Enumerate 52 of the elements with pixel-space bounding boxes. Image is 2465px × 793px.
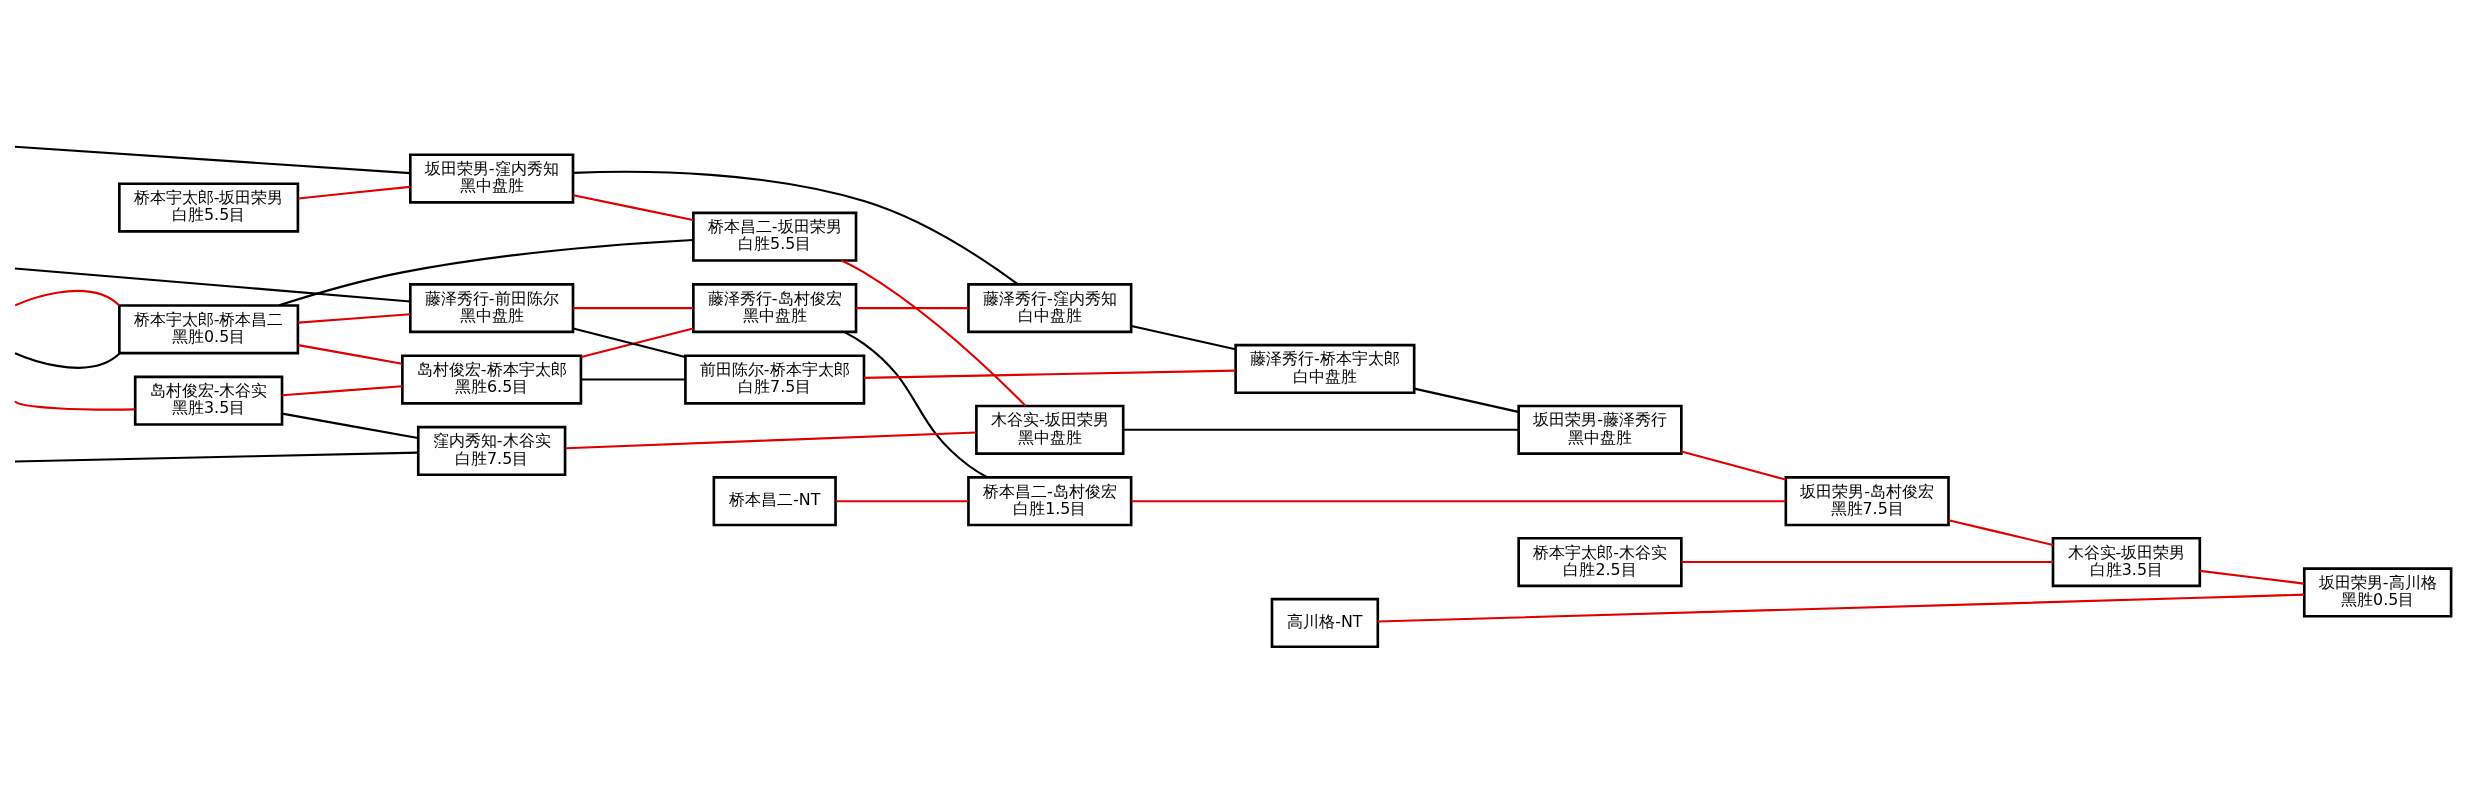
connector (282, 385, 403, 397)
connector (1414, 387, 1519, 413)
node-box: 岛村俊宏-桥本宇太郎 黑胜6.5目 (401, 354, 583, 405)
node-box: 岛村俊宏-木谷实 黑胜3.5目 (133, 375, 284, 426)
connector (841, 259, 1027, 407)
node-box: 坂田荣男-藤泽秀行 黑中盘胜 (1517, 404, 1683, 455)
node-box: 窪内秀知-木谷实 白胜7.5目 (416, 425, 567, 477)
connector (565, 431, 977, 450)
connector (1131, 325, 1236, 351)
connector (14, 145, 411, 175)
node-box: 桥本宇太郎-桥本昌二 黑胜0.5目 (118, 304, 300, 355)
connector (298, 344, 403, 365)
node-box: 高川格-NT (1270, 597, 1380, 649)
connector (1377, 593, 2305, 623)
node-box: 木谷实-坂田荣男 白胜3.5目 (2051, 536, 2202, 588)
connector (1131, 500, 1786, 503)
connector (1123, 428, 1519, 431)
connector (14, 352, 121, 369)
connector (572, 170, 1019, 286)
connector (581, 378, 685, 381)
node-box: 藤泽秀行-窪内秀知 白中盘胜 (967, 283, 1133, 334)
node-box: 藤泽秀行-岛村俊宏 黑中盘胜 (692, 283, 858, 334)
node-box: 坂田荣男-高川格 黑胜0.5目 (2302, 567, 2453, 618)
node-box: 前田陈尔-桥本宇太郎 白胜7.5目 (684, 354, 866, 405)
node-box: 坂田荣男-窪内秀知 黑中盘胜 (409, 153, 575, 204)
connector (1948, 519, 2054, 546)
node-box: 桥本昌二-NT (712, 476, 837, 527)
connector (863, 369, 1236, 379)
node-box: 藤泽秀行-前田陈尔 黑中盘胜 (409, 283, 575, 334)
connector (844, 331, 988, 479)
connector (281, 412, 419, 440)
connector (278, 238, 694, 307)
node-box: 桥本宇太郎-坂田荣男 白胜5.5目 (118, 182, 300, 233)
connector (14, 400, 135, 411)
node-box: 桥本昌二-岛村俊宏 白胜1.5目 (967, 476, 1133, 527)
connector (14, 267, 411, 303)
connector (1681, 450, 1786, 481)
connector (298, 313, 411, 324)
connector (14, 451, 419, 463)
connector (1681, 561, 2053, 564)
connector (835, 500, 969, 503)
connector (856, 307, 969, 310)
connector (14, 289, 120, 307)
node-box: 坂田荣男-岛村俊宏 黑胜7.5目 (1784, 476, 1950, 527)
connector (573, 194, 694, 222)
connector (573, 307, 693, 310)
node-box: 藤泽秀行-桥本宇太郎 白中盘胜 (1234, 343, 1416, 395)
node-box: 桥本昌二-坂田荣男 白胜5.5目 (692, 211, 858, 262)
connector (2199, 569, 2305, 585)
node-box: 桥本宇太郎-木谷实 白胜2.5目 (1517, 536, 1683, 588)
connector (298, 185, 411, 200)
node-box: 木谷实-坂田荣男 黑中盘胜 (975, 404, 1125, 455)
